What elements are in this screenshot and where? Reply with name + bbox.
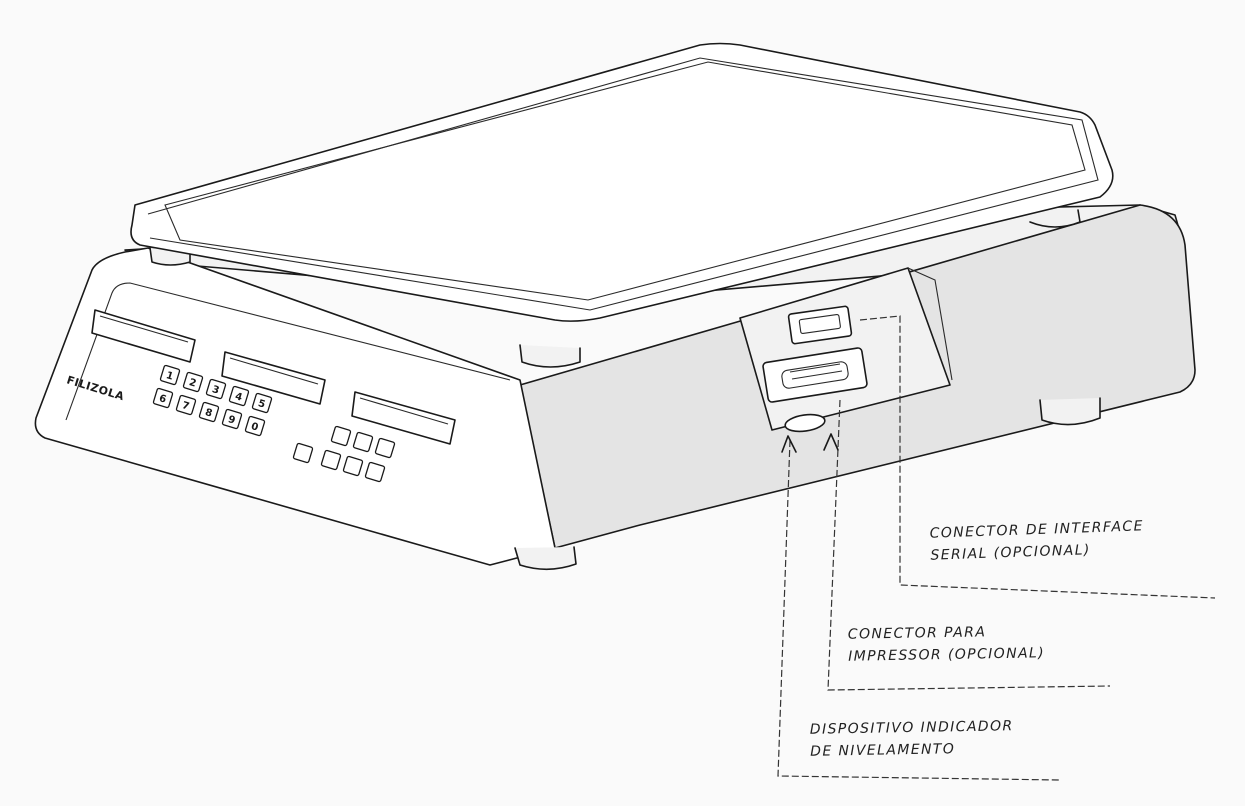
keypad-key-5[interactable]: 5 — [251, 392, 273, 414]
keypad-key-8[interactable]: 8 — [198, 401, 220, 423]
keypad-key-4[interactable]: 4 — [228, 385, 250, 407]
platter-support-front — [519, 344, 581, 368]
connector-recess-depth — [907, 267, 953, 381]
keypad-key-7[interactable]: 7 — [175, 394, 197, 416]
printer-connector-pins — [781, 361, 849, 389]
level-bubble — [784, 413, 826, 433]
keypad-key-label: 3 — [211, 384, 221, 397]
body-front-face — [34, 247, 556, 566]
keypad-key-6[interactable]: 6 — [152, 387, 174, 409]
foot-back-right — [1039, 397, 1101, 426]
display-middle — [221, 351, 326, 405]
display-middle-inner — [229, 357, 319, 385]
keypad-key-label: 1 — [165, 370, 175, 383]
foot-front-left — [514, 546, 577, 571]
callout-level-line2: DE NIVELAMENTO — [810, 741, 956, 760]
keypad-key-label: 2 — [188, 377, 198, 390]
keypad-key-label: 8 — [204, 407, 214, 420]
display-left — [91, 309, 196, 363]
keypad-key-label: 4 — [234, 391, 244, 404]
keypad-key-label: 6 — [158, 393, 168, 406]
callout-printer-line2: IMPRESSOR (OPCIONAL) — [848, 645, 1046, 665]
display-right-inner — [359, 397, 449, 425]
platter-support-right — [1029, 209, 1081, 228]
keypad-key-1[interactable]: 1 — [159, 364, 181, 386]
callout-level-line1: DISPOSITIVO INDICADOR — [809, 718, 1014, 738]
keypad-key-label: 5 — [257, 398, 267, 411]
function-keys — [292, 425, 396, 483]
keypad-key-3[interactable]: 3 — [205, 378, 227, 400]
display-right — [351, 391, 456, 445]
keypad-key-0[interactable]: 0 — [244, 415, 266, 437]
platter-inner — [164, 61, 1086, 301]
leader-level — [777, 439, 1061, 781]
keypad-key-2[interactable]: 2 — [182, 371, 204, 393]
keypad-key-label: 9 — [227, 414, 237, 427]
display-left-inner — [99, 315, 189, 343]
keypad-key-label: 0 — [250, 421, 260, 434]
keypad-key-9[interactable]: 9 — [221, 408, 243, 430]
callout-serial-connector: CONECTOR DE INTERFACE SERIAL (OPCIONAL) — [929, 515, 1145, 566]
serial-connector-pins — [798, 314, 841, 335]
platter-outer — [130, 42, 1114, 322]
platter-rim — [147, 57, 1099, 311]
callout-printer-connector: CONECTOR PARA IMPRESSOR (OPCIONAL) — [848, 620, 1046, 667]
serial-connector — [787, 305, 853, 345]
leader-serial — [859, 315, 1216, 599]
leader-printer — [827, 399, 1111, 691]
body-front-bevel — [65, 282, 511, 421]
keypad-key-label: 7 — [181, 400, 191, 413]
callout-level-indicator: DISPOSITIVO INDICADOR DE NIVELAMENTO — [810, 715, 1015, 763]
